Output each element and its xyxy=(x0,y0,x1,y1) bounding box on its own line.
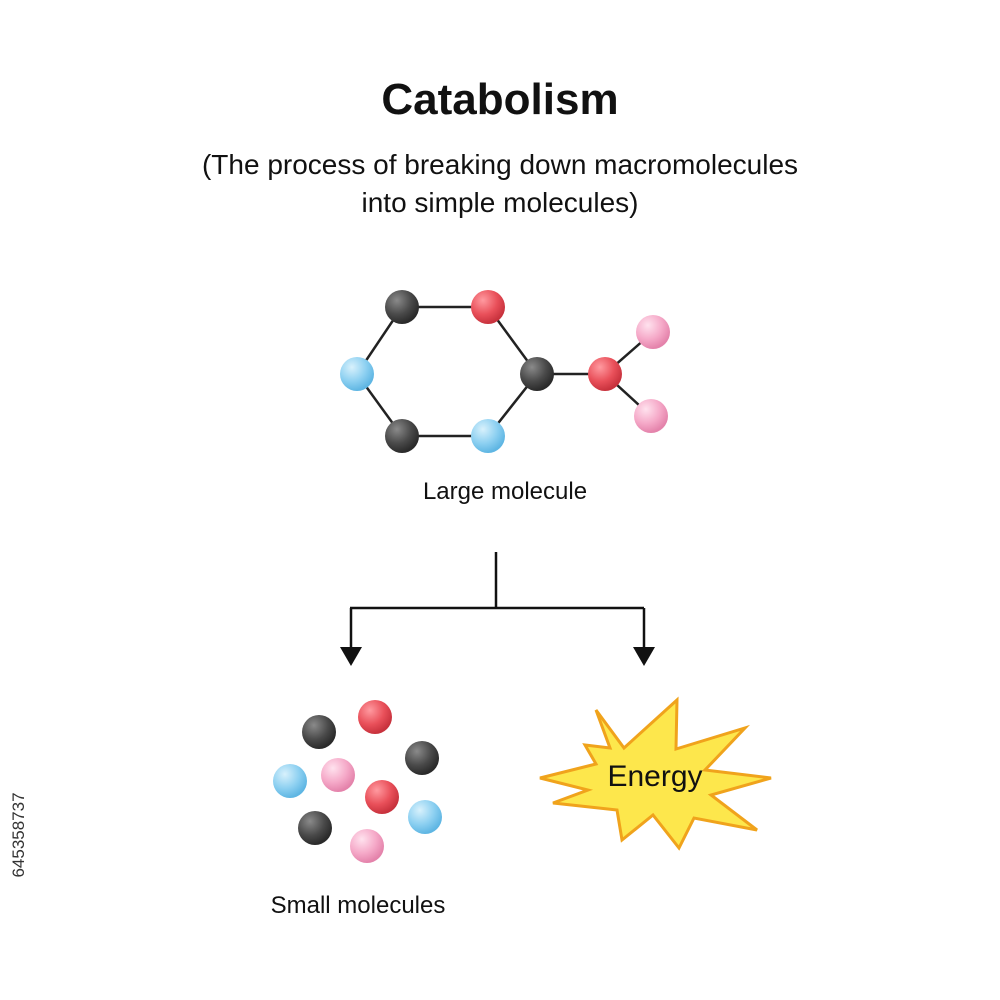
stock-id-watermark: 645358737 xyxy=(9,792,28,877)
large-molecule-atoms xyxy=(340,290,670,453)
carbon-atom xyxy=(405,741,439,775)
carbon-atom xyxy=(385,419,419,453)
oxygen-atom xyxy=(588,357,622,391)
oxygen-atom xyxy=(358,700,392,734)
carbon-atom xyxy=(520,357,554,391)
hydrogen-atom xyxy=(634,399,668,433)
energy-starburst xyxy=(539,696,772,851)
nitrogen-atom xyxy=(408,800,442,834)
subtitle-line-1: (The process of breaking down macromolec… xyxy=(201,149,799,180)
nitrogen-atom xyxy=(471,419,505,453)
hydrogen-atom xyxy=(321,758,355,792)
carbon-atom xyxy=(302,715,336,749)
stock-id-text: 645358737 xyxy=(9,792,28,877)
arrow-left-head xyxy=(340,647,362,666)
oxygen-atom xyxy=(471,290,505,324)
energy-label: Energy xyxy=(607,760,703,793)
large-molecule-label: Large molecule xyxy=(422,478,588,505)
hydrogen-atom xyxy=(636,315,670,349)
carbon-atom xyxy=(385,290,419,324)
small-molecules-cluster xyxy=(273,700,442,863)
small-molecules-label: Small molecules xyxy=(270,892,446,919)
subtitle-line-2: into simple molecules) xyxy=(361,187,639,218)
subtitle: (The process of breaking down macromolec… xyxy=(0,146,1000,222)
carbon-atom xyxy=(298,811,332,845)
breakdown-arrows xyxy=(349,552,646,648)
page-title: Catabolism xyxy=(381,75,619,124)
oxygen-atom xyxy=(365,780,399,814)
nitrogen-atom xyxy=(273,764,307,798)
arrow-right-head xyxy=(633,647,655,666)
nitrogen-atom xyxy=(340,357,374,391)
hydrogen-atom xyxy=(350,829,384,863)
